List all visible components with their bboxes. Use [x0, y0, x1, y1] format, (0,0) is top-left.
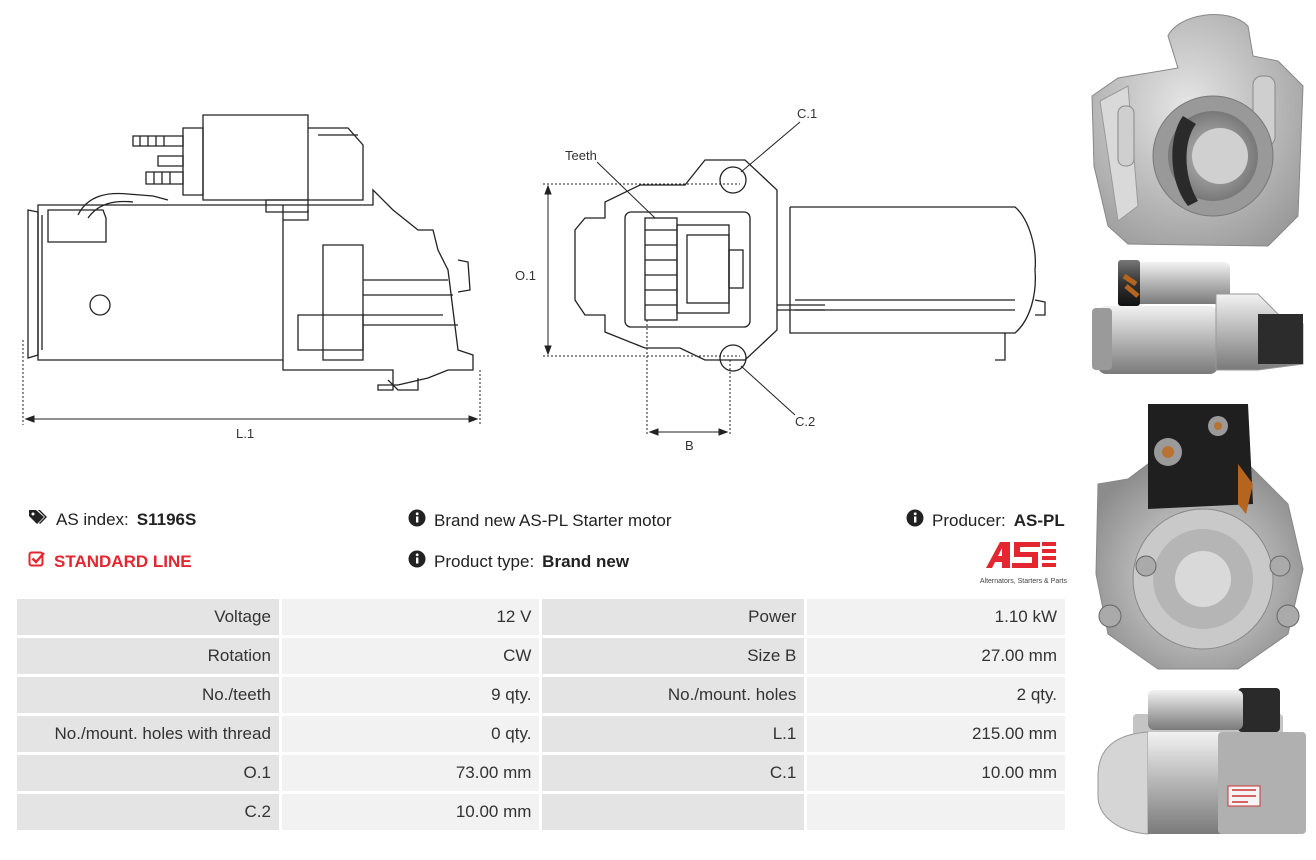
- spec-value: [804, 791, 1068, 833]
- product-type: Product type: Brand new: [408, 550, 629, 573]
- spec-label: Voltage: [14, 596, 282, 638]
- info-icon: [408, 550, 426, 573]
- producer: Producer: AS-PL: [906, 509, 1065, 532]
- standard-line: STANDARD LINE: [28, 550, 192, 573]
- product-photo-side: [1092, 260, 1304, 374]
- producer-label: Producer:: [932, 510, 1006, 530]
- as-index-label: AS index:: [56, 509, 129, 529]
- description: Brand new AS-PL Starter motor: [408, 509, 671, 532]
- spec-label: Size B: [539, 635, 808, 677]
- tag-icon: [28, 509, 48, 530]
- spec-value: CW: [278, 635, 543, 677]
- dim-label-c2: C.2: [795, 414, 815, 429]
- as-index: AS index: S1196S: [28, 509, 196, 530]
- spec-label: Power: [539, 596, 808, 638]
- front-view-drawing: O.1 C.1 C.2 Teeth B: [515, 106, 1046, 453]
- product-type-label: Product type:: [434, 551, 535, 571]
- as-index-value: S1196S: [136, 509, 197, 529]
- standard-line-text: STANDARD LINE: [54, 551, 192, 571]
- spec-label: [539, 791, 808, 833]
- spec-label: No./teeth: [14, 674, 282, 716]
- spec-label: C.1: [539, 752, 808, 794]
- spec-label: Rotation: [14, 635, 282, 677]
- spec-label: L.1: [539, 713, 808, 755]
- spec-value: 2 qty.: [804, 674, 1068, 716]
- as-logo-icon: [986, 542, 1056, 568]
- spec-label: O.1: [14, 752, 282, 794]
- producer-value: AS-PL: [1013, 510, 1065, 530]
- spec-value: 73.00 mm: [278, 752, 543, 794]
- spec-label: No./mount. holes with thread: [14, 713, 282, 755]
- dim-label-b: B: [685, 438, 694, 453]
- side-view-drawing: L.1: [22, 114, 481, 441]
- spec-value: 1.10 kW: [804, 596, 1068, 638]
- spec-value: 12 V: [278, 596, 543, 638]
- product-photo-front: [1091, 14, 1304, 247]
- spec-value: 215.00 mm: [804, 713, 1068, 755]
- dim-label-o1: O.1: [515, 268, 536, 283]
- product-type-value: Brand new: [542, 551, 630, 571]
- dim-label-c1: C.1: [797, 106, 817, 121]
- description-text: Brand new AS-PL Starter motor: [434, 510, 672, 530]
- logo-tagline: Alternators, Starters & Parts: [979, 578, 1067, 585]
- spec-value: 10.00 mm: [804, 752, 1068, 794]
- spec-value: 0 qty.: [278, 713, 543, 755]
- dim-label-teeth: Teeth: [565, 148, 597, 163]
- checkbox-icon: [28, 550, 46, 573]
- dim-label-l1: L.1: [236, 426, 254, 441]
- spec-value: 9 qty.: [278, 674, 543, 716]
- product-photo-angle: [1097, 688, 1306, 835]
- spec-label: C.2: [14, 791, 282, 833]
- spec-value: 10.00 mm: [278, 791, 543, 833]
- info-icon: [408, 509, 426, 532]
- info-icon: [906, 509, 924, 532]
- product-photo-rear: [1095, 404, 1304, 670]
- as-pl-logo: Alternators, Starters & Parts: [960, 538, 1070, 585]
- spec-value: 27.00 mm: [804, 635, 1068, 677]
- spec-label: No./mount. holes: [539, 674, 808, 716]
